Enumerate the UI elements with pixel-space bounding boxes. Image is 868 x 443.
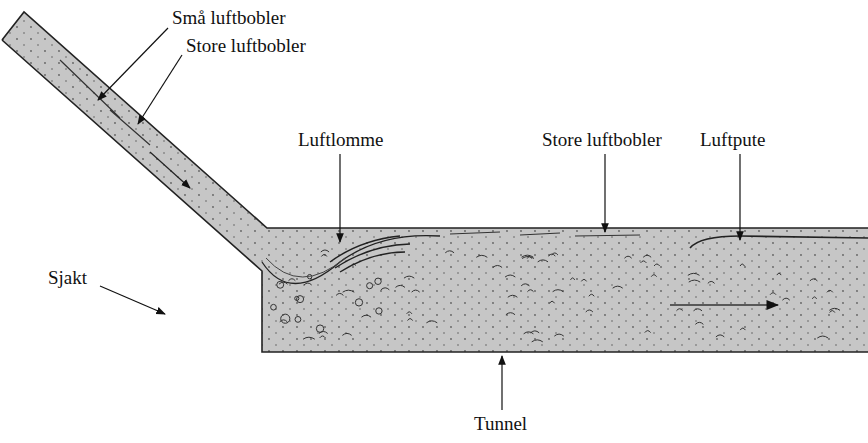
part-label: Store luftbobler — [186, 36, 306, 57]
part-label: Store luftbobler — [542, 130, 662, 151]
part-label: Små luftbobler — [172, 8, 285, 29]
part-label: Luftlomme — [298, 130, 383, 151]
part-label: Luftpute — [700, 130, 765, 151]
part-label: Tunnel — [474, 414, 527, 435]
part-label: Sjakt — [48, 268, 87, 289]
leader-lines — [98, 28, 740, 410]
shaft-tunnel-outline — [2, 12, 868, 352]
